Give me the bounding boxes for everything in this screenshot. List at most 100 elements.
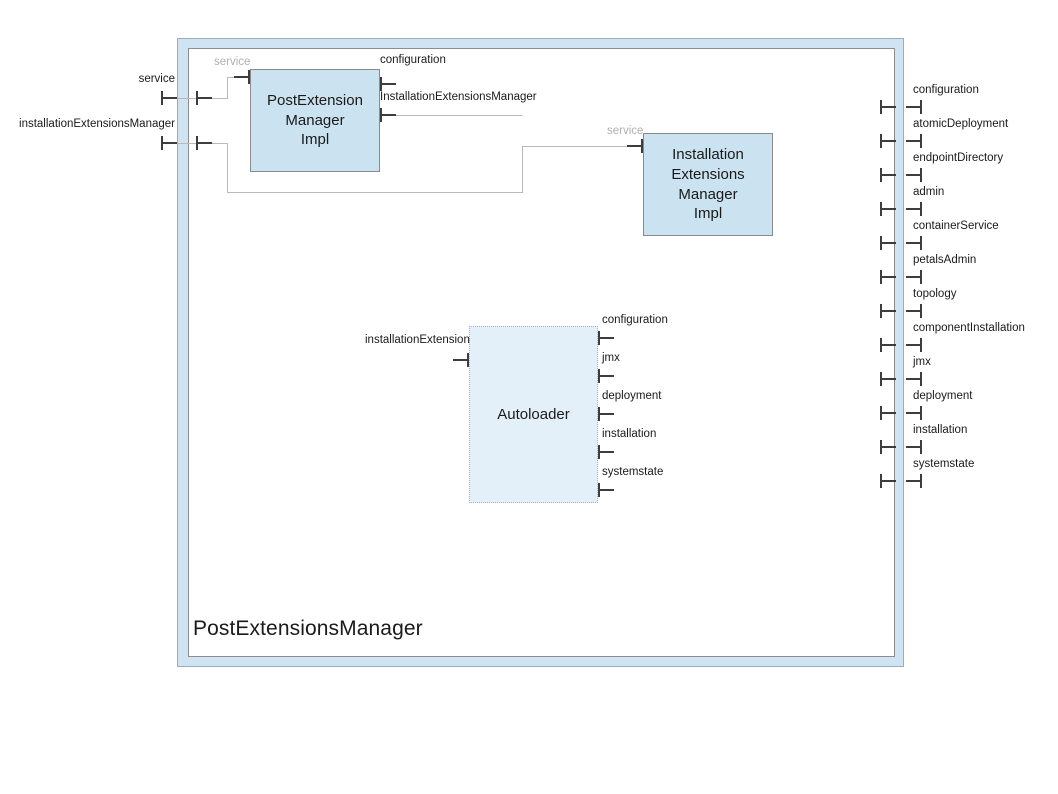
boundary-port-right-jmx-label: jmx bbox=[913, 356, 931, 368]
boundary-port-right-deployment[interactable] bbox=[906, 406, 922, 420]
external-port-right-deployment[interactable] bbox=[880, 406, 896, 420]
external-port-left-installation-extensions-manager-label: installationExtensionsManager bbox=[19, 118, 175, 130]
port-stub bbox=[234, 76, 248, 78]
boundary-port-right-admin-label: admin bbox=[913, 186, 945, 198]
external-port-right-endpoint-directory[interactable] bbox=[880, 168, 896, 182]
port-stub bbox=[882, 378, 896, 380]
external-port-right-systemstate[interactable] bbox=[880, 474, 896, 488]
port-autoloader-systemstate-label: systemstate bbox=[602, 466, 664, 478]
port-bar bbox=[920, 270, 922, 284]
port-autoloader-configuration-label: configuration bbox=[602, 314, 668, 326]
port-bar bbox=[920, 440, 922, 454]
port-bar bbox=[598, 407, 600, 421]
port-stub bbox=[882, 480, 896, 482]
port-autoloader-deployment[interactable] bbox=[598, 407, 614, 421]
port-bar bbox=[598, 331, 600, 345]
port-stub bbox=[882, 276, 896, 278]
boundary-port-right-systemstate[interactable] bbox=[906, 474, 922, 488]
port-bar bbox=[920, 474, 922, 488]
boundary-port-right-endpoint-directory[interactable] bbox=[906, 168, 922, 182]
port-autoloader-installation-extension[interactable] bbox=[453, 353, 469, 367]
boundary-port-right-topology[interactable] bbox=[906, 304, 922, 318]
port-stub bbox=[906, 140, 920, 142]
port-bar bbox=[880, 100, 882, 114]
component-autoloader[interactable]: Autoloader bbox=[469, 326, 598, 503]
port-bar bbox=[467, 353, 469, 367]
port-iemi-service-label: service bbox=[607, 125, 644, 137]
port-autoloader-systemstate[interactable] bbox=[598, 483, 614, 497]
port-stub bbox=[906, 446, 920, 448]
external-port-right-topology[interactable] bbox=[880, 304, 896, 318]
port-bar bbox=[920, 168, 922, 182]
port-bar bbox=[380, 108, 382, 122]
port-stub bbox=[906, 412, 920, 414]
external-port-right-component-installation[interactable] bbox=[880, 338, 896, 352]
port-bar bbox=[920, 304, 922, 318]
boundary-port-right-installation[interactable] bbox=[906, 440, 922, 454]
component-label: Autoloader bbox=[497, 405, 570, 423]
boundary-port-right-endpoint-directory-label: endpointDirectory bbox=[913, 152, 1004, 164]
port-bar bbox=[920, 134, 922, 148]
boundary-port-right-jmx[interactable] bbox=[906, 372, 922, 386]
boundary-port-right-configuration[interactable] bbox=[906, 100, 922, 114]
port-bar bbox=[248, 70, 250, 84]
port-stub bbox=[882, 140, 896, 142]
port-pemi-installation-extensions-manager[interactable] bbox=[380, 108, 396, 122]
port-autoloader-installation[interactable] bbox=[598, 445, 614, 459]
port-stub bbox=[198, 142, 212, 144]
port-pemi-configuration[interactable] bbox=[380, 77, 396, 91]
port-bar bbox=[598, 483, 600, 497]
external-port-left-installation-extensions-manager[interactable] bbox=[161, 136, 177, 150]
port-stub bbox=[906, 310, 920, 312]
boundary-port-right-admin[interactable] bbox=[906, 202, 922, 216]
port-stub bbox=[882, 446, 896, 448]
boundary-port-left-installation-extensions-manager[interactable] bbox=[196, 136, 212, 150]
port-pemi-service[interactable] bbox=[234, 70, 250, 84]
port-stub bbox=[906, 242, 920, 244]
port-bar bbox=[920, 236, 922, 250]
external-port-right-atomic-deployment[interactable] bbox=[880, 134, 896, 148]
boundary-port-right-topology-label: topology bbox=[913, 288, 957, 300]
port-bar bbox=[880, 440, 882, 454]
external-port-right-petals-admin[interactable] bbox=[880, 270, 896, 284]
external-port-right-container-service[interactable] bbox=[880, 236, 896, 250]
port-autoloader-configuration[interactable] bbox=[598, 331, 614, 345]
port-bar bbox=[880, 270, 882, 284]
port-bar bbox=[196, 91, 198, 105]
port-stub bbox=[600, 337, 614, 339]
external-port-left-service-label: service bbox=[138, 73, 175, 85]
external-port-right-installation[interactable] bbox=[880, 440, 896, 454]
boundary-port-right-petals-admin[interactable] bbox=[906, 270, 922, 284]
port-stub bbox=[906, 480, 920, 482]
port-stub bbox=[882, 344, 896, 346]
port-iemi-service[interactable] bbox=[627, 139, 643, 153]
boundary-port-right-petals-admin-label: petalsAdmin bbox=[913, 254, 977, 266]
port-stub bbox=[600, 489, 614, 491]
boundary-port-right-atomic-deployment-label: atomicDeployment bbox=[913, 118, 1009, 130]
external-port-right-configuration[interactable] bbox=[880, 100, 896, 114]
boundary-port-right-installation-label: installation bbox=[913, 424, 968, 436]
port-stub bbox=[163, 142, 177, 144]
boundary-port-right-container-service-label: containerService bbox=[913, 220, 999, 232]
port-bar bbox=[880, 406, 882, 420]
port-bar bbox=[880, 474, 882, 488]
port-stub bbox=[882, 412, 896, 414]
boundary-port-right-configuration-label: configuration bbox=[913, 84, 979, 96]
external-port-right-admin[interactable] bbox=[880, 202, 896, 216]
boundary-port-right-atomic-deployment[interactable] bbox=[906, 134, 922, 148]
port-bar bbox=[161, 91, 163, 105]
port-bar bbox=[920, 372, 922, 386]
port-stub bbox=[600, 413, 614, 415]
port-stub bbox=[382, 83, 396, 85]
boundary-port-right-container-service[interactable] bbox=[906, 236, 922, 250]
external-port-left-service[interactable] bbox=[161, 91, 177, 105]
external-port-right-jmx[interactable] bbox=[880, 372, 896, 386]
boundary-port-left-service[interactable] bbox=[196, 91, 212, 105]
boundary-port-right-component-installation[interactable] bbox=[906, 338, 922, 352]
port-stub bbox=[198, 97, 212, 99]
port-autoloader-jmx[interactable] bbox=[598, 369, 614, 383]
